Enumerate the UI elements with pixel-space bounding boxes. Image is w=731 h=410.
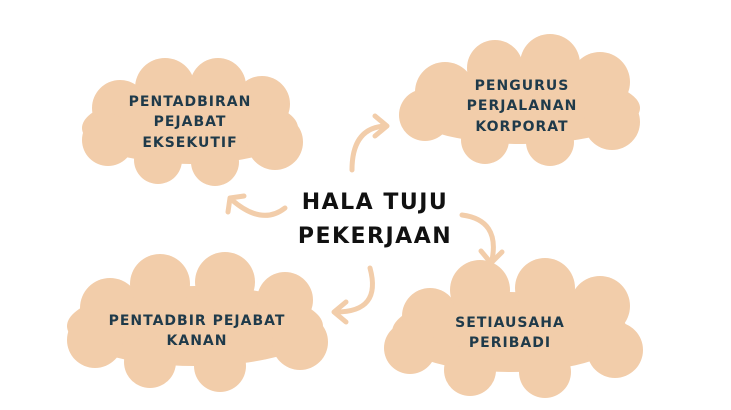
- cloud-top-left: [82, 58, 303, 186]
- center-title-line-1: HALA TUJU: [301, 190, 449, 215]
- cloud-top-right-line-2: PERJALANAN: [466, 98, 578, 115]
- cloud-top-left-line-1: PENTADBIRAN: [128, 94, 252, 110]
- cloud-top-left-label: PENTADBIRAN PEJABAT EKSEKUTIF: [100, 92, 280, 153]
- cloud-bottom-right-line-1: SETIAUSAHA: [455, 315, 565, 331]
- cloud-bottom-right-line-2: PERIBADI: [468, 335, 552, 352]
- cloud-bottom-left-label: PENTADBIR PEJABAT KANAN: [82, 311, 312, 352]
- cloud-top-right-label: PENGURUS PERJALANAN KORPORAT: [432, 76, 612, 137]
- cloud-bottom-right-label: SETIAUSAHA PERIBADI: [420, 313, 600, 354]
- center-title: HALA TUJU PEKERJAAN: [290, 186, 460, 254]
- cloud-bottom-left-line-1: PENTADBIR PEJABAT: [108, 313, 286, 329]
- cloud-bottom-left-line-2: KANAN: [166, 333, 228, 350]
- cloud-top-left-line-2: PEJABAT: [153, 114, 227, 131]
- center-title-line-2: PEKERJAAN: [297, 224, 453, 250]
- cloud-bottom-left: [67, 252, 328, 392]
- cloud-top-left-line-3: EKSEKUTIF: [142, 134, 238, 151]
- arrow-to-bottom-left: [331, 265, 375, 325]
- cloud-top-right-line-1: PENGURUS: [474, 78, 570, 94]
- arrow-to-top-right: [349, 113, 390, 173]
- cloud-top-right-line-3: KORPORAT: [475, 118, 569, 135]
- arrow-to-top-left: [225, 193, 288, 218]
- arrow-to-bottom-right: [459, 212, 505, 266]
- cloud-bottom-right: [384, 258, 643, 398]
- cloud-top-right: [399, 34, 640, 166]
